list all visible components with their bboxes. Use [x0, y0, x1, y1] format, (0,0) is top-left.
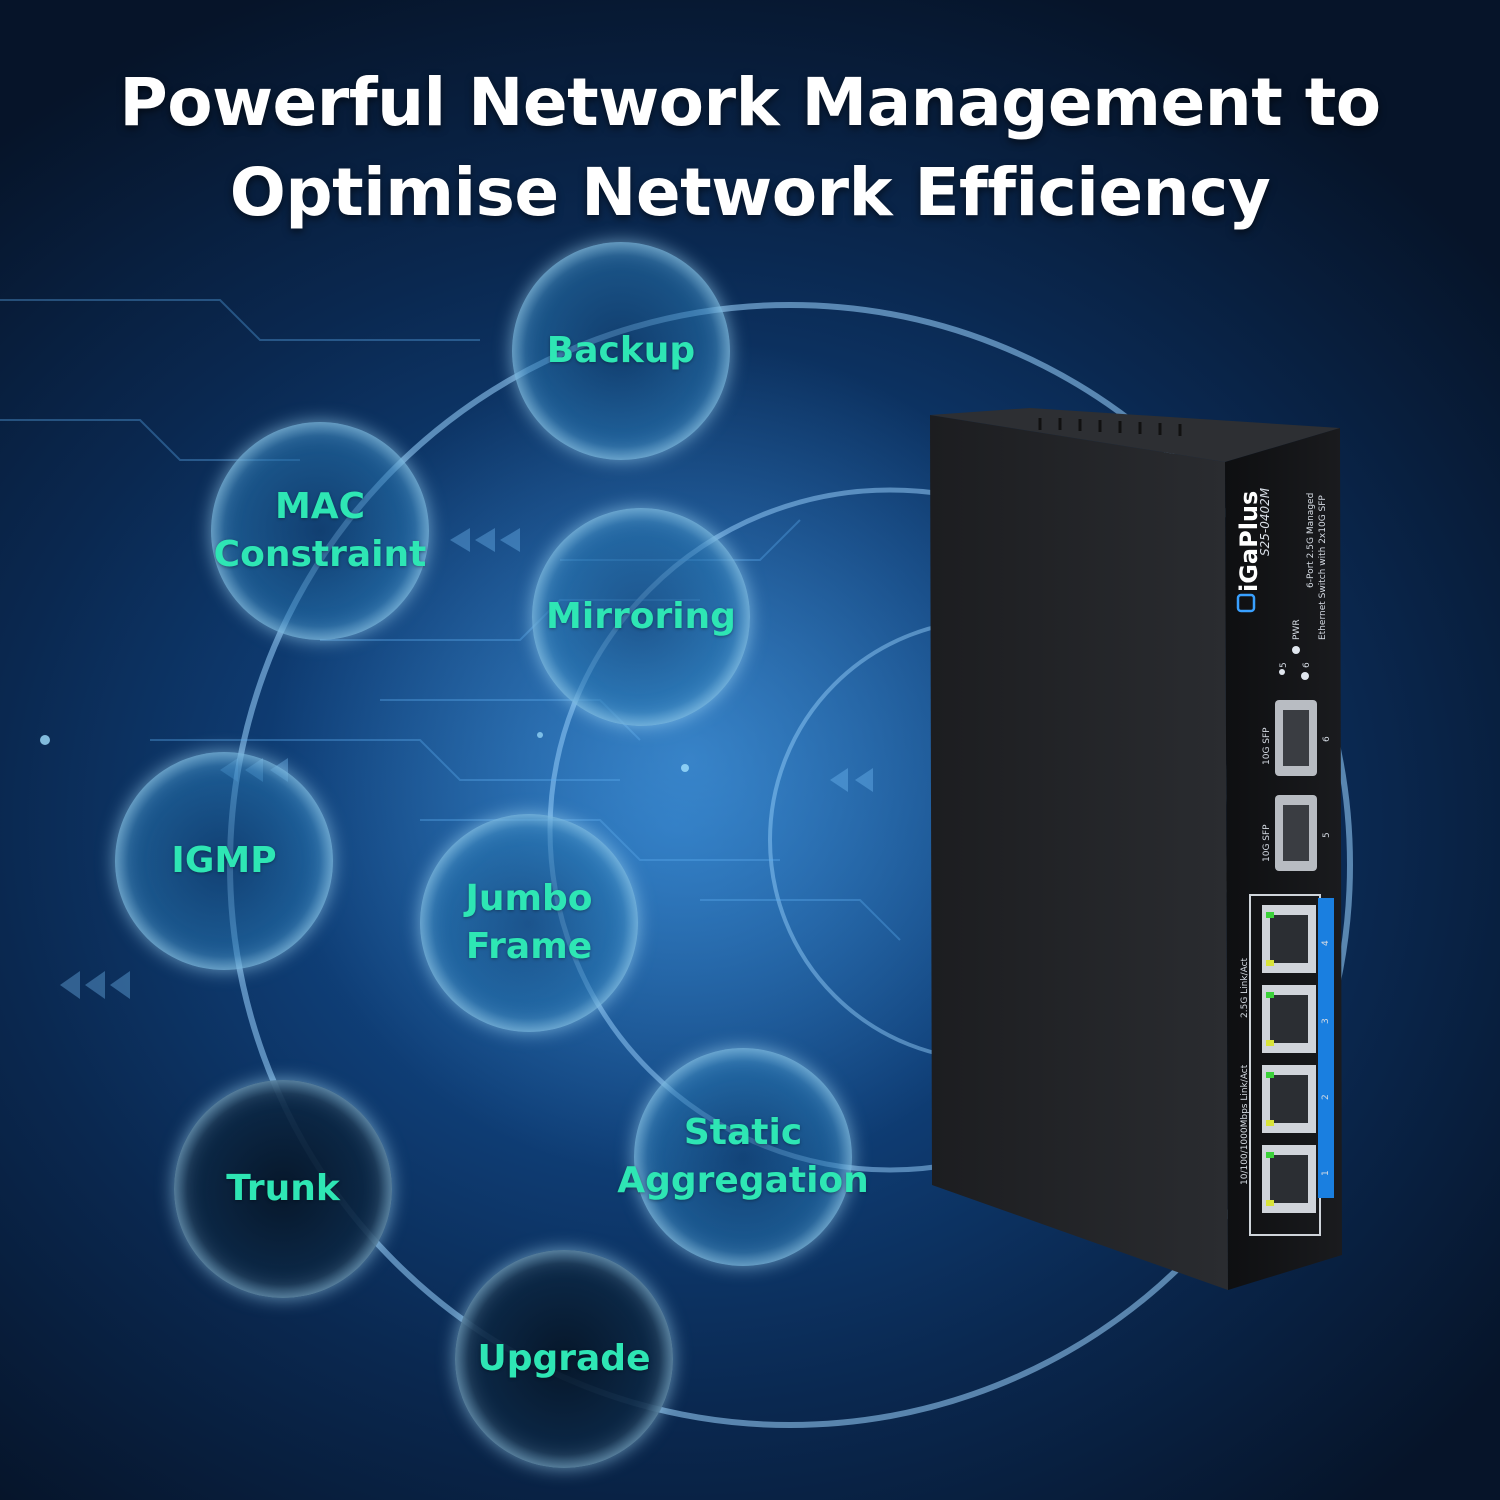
- feature-label: Mirroring: [546, 596, 736, 637]
- feature-bubble-igmp: IGMP: [115, 752, 333, 970]
- feature-label: Trunk: [226, 1168, 340, 1209]
- feature-bubble-backup: Backup: [512, 242, 730, 460]
- feature-label: Static Aggregation: [617, 1112, 869, 1201]
- feature-bubble-jumbo-frame: Jumbo Frame: [420, 814, 638, 1032]
- feature-label: Backup: [546, 330, 696, 371]
- feature-bubble-upgrade: Upgrade: [455, 1250, 673, 1468]
- feature-bubble-static-aggregation: Static Aggregation: [617, 1048, 869, 1266]
- feature-bubble-mac-constraint: MAC Constraint: [211, 422, 429, 640]
- page-title: Powerful Network Management to Optimise …: [0, 58, 1500, 238]
- feature-bubble-trunk: Trunk: [174, 1080, 392, 1298]
- feature-label: MAC Constraint: [213, 486, 427, 575]
- feature-label: Jumbo Frame: [465, 878, 593, 967]
- feature-label: IGMP: [171, 840, 277, 881]
- title-line-1: Powerful Network Management to: [119, 64, 1381, 141]
- feature-label: Upgrade: [477, 1338, 651, 1379]
- feature-bubble-mirroring: Mirroring: [532, 508, 750, 726]
- title-line-2: Optimise Network Efficiency: [229, 154, 1271, 231]
